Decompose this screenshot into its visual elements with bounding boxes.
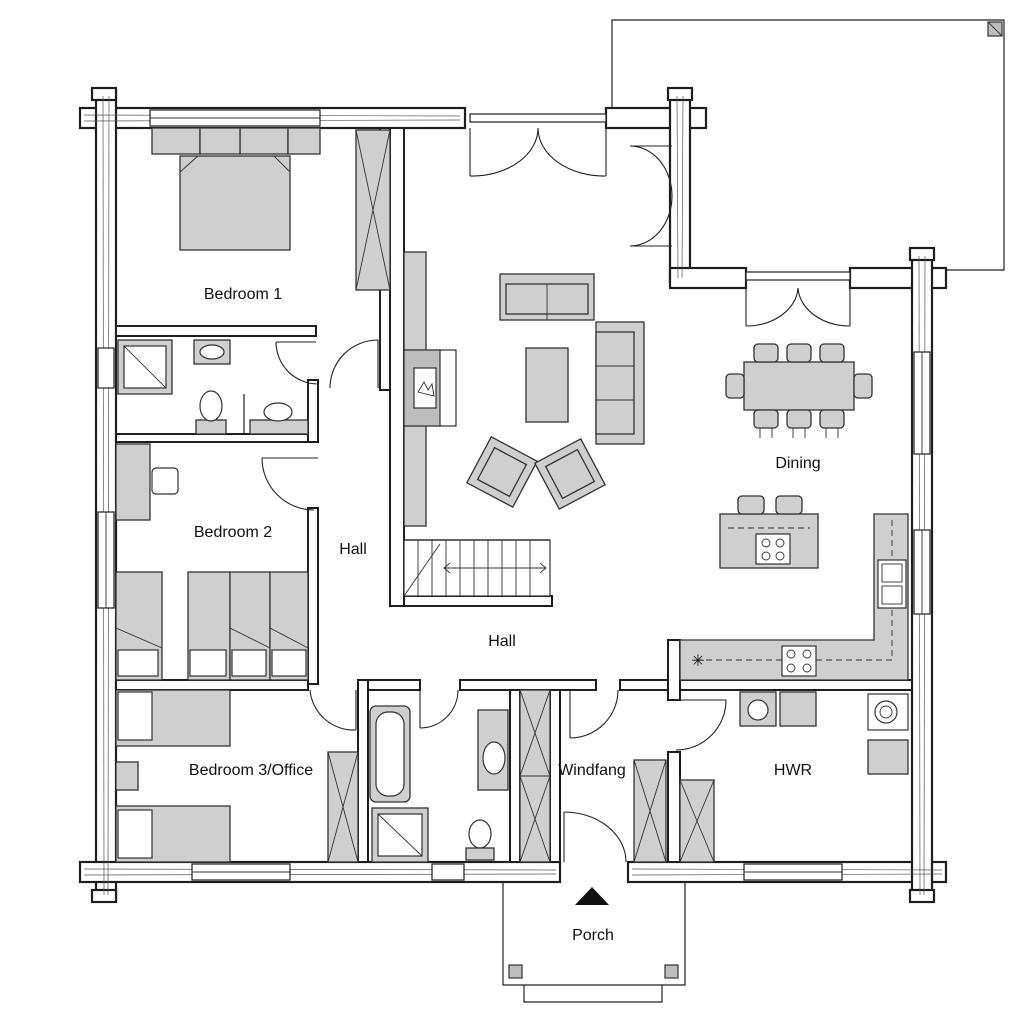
label-bedroom2: Bedroom 2 xyxy=(193,524,273,541)
windows xyxy=(97,109,931,881)
terrace xyxy=(611,19,1005,271)
terrace-doors xyxy=(469,113,851,327)
double-bed xyxy=(179,155,291,251)
porch xyxy=(502,880,686,1003)
bedroom2-furniture xyxy=(115,443,309,681)
label-hall-lower: Hall xyxy=(488,633,516,650)
svg-text:✳: ✳ xyxy=(691,653,704,670)
sink-icon xyxy=(877,559,907,609)
entrance-arrow-icon xyxy=(575,887,609,905)
label-porch: Porch xyxy=(572,927,614,944)
staircase xyxy=(403,539,551,597)
windfang-furniture xyxy=(519,689,667,863)
label-bedroom3: Bedroom 3/Office xyxy=(188,762,314,779)
bedroom3-furniture xyxy=(115,689,359,863)
porch-post-right xyxy=(664,964,679,979)
dining-table xyxy=(743,361,855,411)
bedroom1-furniture xyxy=(151,127,391,291)
living-furniture xyxy=(403,251,645,527)
interior-doors xyxy=(261,339,727,863)
toilet-icon xyxy=(199,390,223,422)
hwr-furniture xyxy=(679,691,909,863)
bathroom2-furniture xyxy=(369,705,509,863)
window-bathroom2 xyxy=(431,863,465,881)
label-dining: Dining xyxy=(775,455,821,472)
dining-furniture xyxy=(725,343,873,438)
label-bedroom1: Bedroom 1 xyxy=(203,286,283,303)
hob-icon xyxy=(755,533,791,565)
label-hwr: HWR xyxy=(773,762,813,779)
bathroom1-furniture xyxy=(117,339,309,435)
label-windfang: Windfang xyxy=(558,762,626,779)
coffee-table xyxy=(525,347,569,423)
label-hall-upper: Hall xyxy=(339,541,367,558)
porch-post-left xyxy=(508,964,523,979)
kitchen-furniture: ✳ xyxy=(679,495,909,681)
window-bath xyxy=(97,347,115,389)
interior-walls xyxy=(115,127,913,863)
desk-bedroom2 xyxy=(115,443,151,521)
